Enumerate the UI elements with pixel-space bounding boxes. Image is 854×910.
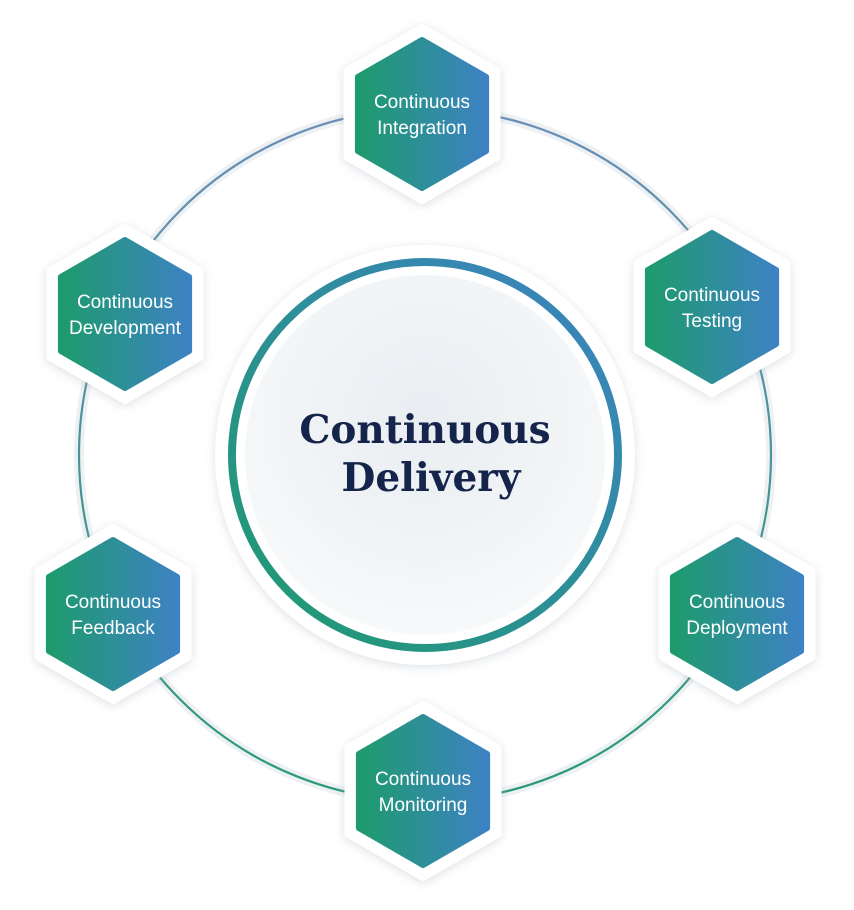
hexagon-shape <box>669 537 805 691</box>
node-label-line1: Continuous <box>374 92 470 113</box>
hexagon-shape <box>57 237 193 391</box>
node-label-line1: Continuous <box>77 292 173 313</box>
hexagon-shape <box>45 537 181 691</box>
process-nodes: ContinuousIntegrationContinuousTestingCo… <box>34 24 816 881</box>
node-label-line1: Continuous <box>375 769 471 790</box>
center-circle-fill <box>245 275 605 635</box>
node-label-line2: Feedback <box>71 618 155 639</box>
center-circle-ring <box>228 258 622 652</box>
node-label-line1: Continuous <box>65 592 161 613</box>
node-label-line2: Monitoring <box>379 795 468 816</box>
node-label-line2: Deployment <box>686 618 788 639</box>
hexagon-shape <box>355 714 491 868</box>
node-label-line1: Continuous <box>689 592 785 613</box>
hexagon-shape <box>354 37 490 191</box>
node-label-line2: Testing <box>682 311 742 332</box>
center-title: Continuous <box>299 407 550 453</box>
node-label-line2: Development <box>69 318 182 339</box>
node-label-line2: Integration <box>377 118 467 139</box>
center-subtitle: Delivery <box>342 455 522 501</box>
node-label-line1: Continuous <box>664 285 760 306</box>
hexagon-shape <box>644 230 780 384</box>
